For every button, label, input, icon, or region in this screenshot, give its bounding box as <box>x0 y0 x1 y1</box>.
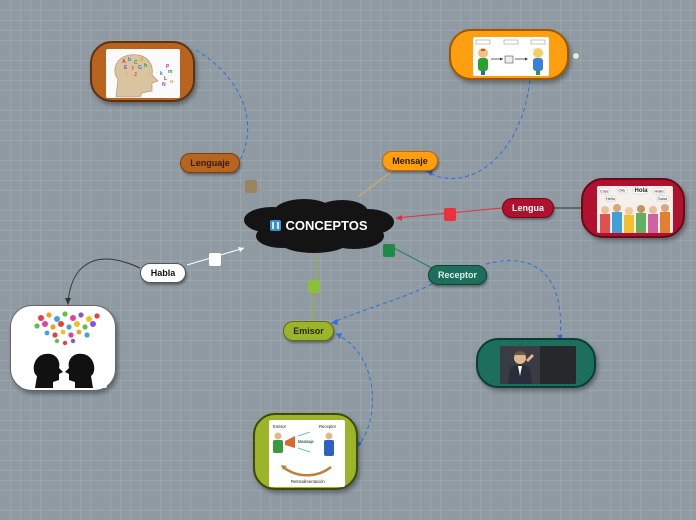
node-lengua-label: Lengua <box>511 203 544 213</box>
svg-text:b: b <box>128 57 131 63</box>
node-lenguaje-label: Lenguaje <box>190 158 230 168</box>
node-lengua[interactable]: Lengua <box>502 198 554 218</box>
emisor-caption: Emisor <box>273 424 287 429</box>
node-habla[interactable]: Habla <box>140 263 186 283</box>
retro-caption: Retroalimentación <box>291 479 325 484</box>
receptor-caption: Receptor <box>319 424 337 429</box>
cloud-shape <box>244 199 394 253</box>
image-card-mensaje[interactable] <box>449 29 569 80</box>
lengua-connector[interactable] <box>444 208 456 221</box>
speaking-heads-image <box>21 310 107 388</box>
node-emisor[interactable]: Emisor <box>283 321 334 341</box>
bubble-3: Hola <box>635 188 649 194</box>
communication-diagram-image: Emisor Receptor Mensaje Retroalimentació… <box>269 420 345 487</box>
lenguaje-connector[interactable] <box>245 180 257 193</box>
bubble-2: Olá <box>619 188 626 193</box>
node-receptor[interactable]: Receptor <box>428 265 487 285</box>
bubble-5: Hello <box>606 196 616 201</box>
habla-connector[interactable] <box>209 253 221 266</box>
node-emisor-label: Emisor <box>293 326 324 336</box>
map-icon <box>270 220 282 231</box>
bubble-6: Salut <box>658 196 668 201</box>
mensaje-caption: Mensaje <box>298 439 314 444</box>
emisor-connector[interactable] <box>308 280 320 293</box>
image-card-habla[interactable] <box>10 305 116 391</box>
receptor-connector[interactable] <box>383 244 395 257</box>
svg-text:G: G <box>138 65 142 71</box>
attachment-icon[interactable] <box>572 52 580 60</box>
svg-text:h: h <box>144 63 147 69</box>
bubble-1: Ciao <box>600 189 609 194</box>
image-card-lengua[interactable]: Ciao Olá Hola Hallo Hello Salut <box>581 178 685 238</box>
svg-text:k: k <box>160 71 163 77</box>
image-card-receptor[interactable] <box>476 338 596 388</box>
svg-text:C: C <box>134 60 138 66</box>
node-receptor-label: Receptor <box>437 270 477 280</box>
node-mensaje-label: Mensaje <box>392 156 428 166</box>
svg-text:f: f <box>132 66 134 72</box>
svg-text:P: P <box>166 64 170 70</box>
svg-text:m: m <box>168 69 173 75</box>
svg-text:E: E <box>124 65 128 71</box>
central-topic-cloud[interactable]: CONCEPTOS <box>244 198 394 254</box>
svg-text:d: d <box>140 57 143 63</box>
svg-text:i: i <box>126 71 128 77</box>
node-habla-label: Habla <box>150 268 176 278</box>
message-diagram-image <box>473 37 549 76</box>
svg-text:o: o <box>170 79 173 85</box>
node-lenguaje[interactable]: Lenguaje <box>180 153 240 173</box>
languages-crowd-image: Ciao Olá Hola Hallo Hello Salut <box>597 186 673 233</box>
bubble-4: Hallo <box>655 189 665 194</box>
central-topic-label: CONCEPTOS <box>244 218 394 233</box>
svg-text:N: N <box>162 82 166 88</box>
svg-text:J: J <box>134 72 137 78</box>
svg-text:A: A <box>122 59 126 65</box>
svg-text:L: L <box>164 76 167 82</box>
listening-man-image <box>500 346 576 384</box>
central-topic-text: CONCEPTOS <box>285 218 368 233</box>
node-mensaje[interactable]: Mensaje <box>382 151 438 171</box>
image-card-emisor[interactable]: Emisor Receptor Mensaje Retroalimentació… <box>253 413 358 490</box>
